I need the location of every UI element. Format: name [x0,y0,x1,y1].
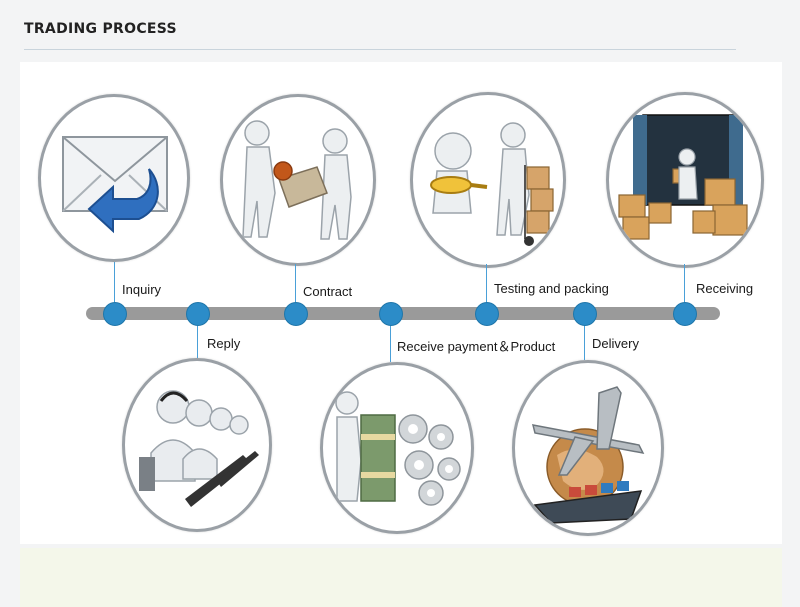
step-label-testing: Testing and packing [494,281,609,296]
connector-inquiry [114,262,115,316]
connector-receiving [684,264,685,314]
timeline-bar [86,307,720,320]
call-center-icon [139,390,259,507]
handshake-contract-icon [242,120,352,240]
step-label-delivery: Delivery [592,336,639,351]
testing-packing-illustration [410,92,566,268]
payment-illustration [320,362,474,534]
footer-strip [20,548,782,607]
inquiry-illustration [38,94,190,262]
magnifier-boxes-icon [430,122,554,246]
connector-testing [486,264,487,314]
timeline-node-contract [284,302,308,326]
receiving-illustration [606,92,764,268]
step-label-receiving: Receiving [696,281,754,296]
delivery-illustration [512,360,664,536]
plane-ship-globe-icon [531,386,645,524]
step-label-reply: Reply [207,336,241,351]
container-boxes-icon [618,114,748,240]
connector-reply [197,314,198,358]
step-label-contract: Contract [303,284,353,299]
connector-payment [390,314,391,362]
timeline-node-inquiry [103,302,127,326]
connector-contract [295,264,296,314]
connector-delivery [584,314,585,360]
page-title: TRADING PROCESS [24,21,177,37]
timeline-node-reply [186,302,210,326]
timeline-node-payment [379,302,403,326]
reply-illustration [122,358,272,532]
envelope-reply-icon [62,136,168,234]
timeline-node-testing [475,302,499,326]
title-divider [24,49,736,50]
timeline-node-delivery [573,302,597,326]
money-gears-icon [335,391,461,506]
step-label-payment: Receive payment＆Product [397,339,556,354]
timeline-node-receiving [673,302,697,326]
step-label-inquiry: Inquiry [122,282,162,297]
contract-illustration [220,94,376,266]
